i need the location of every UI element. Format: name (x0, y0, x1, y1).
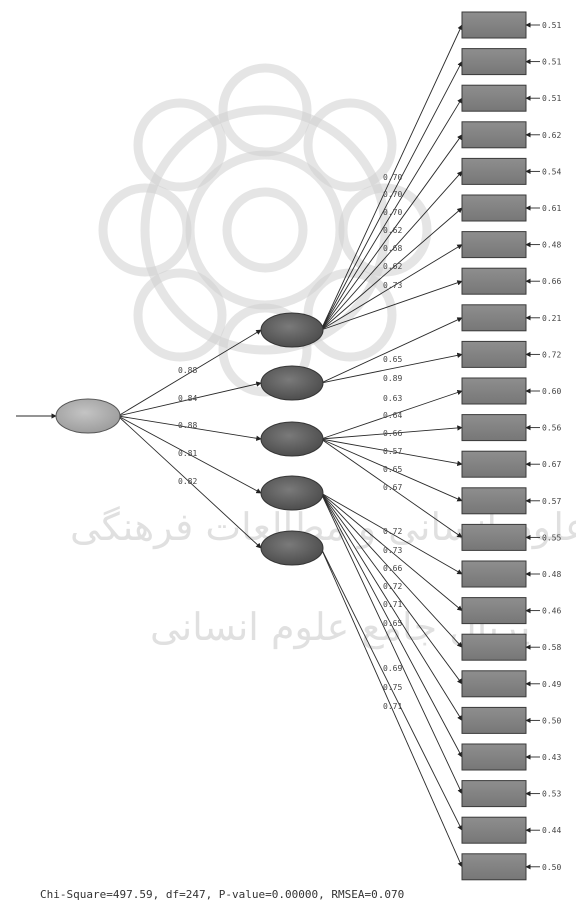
error-variance-2: 0.51 (542, 58, 561, 67)
indicator-box-6 (462, 195, 526, 221)
indicator-loading-label-7: 0.73 (383, 281, 402, 290)
error-variance-21: 0.43 (542, 753, 561, 762)
indicator-box-17 (462, 598, 526, 624)
error-variance-15: 0.55 (542, 533, 561, 542)
indicator-box-14 (462, 488, 526, 514)
error-variance-7: 0.48 (542, 241, 561, 250)
indicator-loading-label-14: 0.65 (383, 465, 402, 474)
second-order-loading-5: 0.82 (178, 477, 197, 486)
indicator-box-9 (462, 305, 526, 331)
indicator-loading-label-16: 0.72 (383, 527, 402, 536)
indicator-box-7 (462, 232, 526, 258)
indicator-loading-label-10: 0.63 (383, 394, 402, 403)
indicator-loading-label-19: 0.72 (383, 582, 402, 591)
error-variance-23: 0.44 (542, 826, 561, 835)
latent-factor-4 (261, 476, 323, 510)
indicator-loading-label-15: 0.67 (383, 483, 402, 492)
error-variance-5: 0.54 (542, 167, 561, 176)
latent-factor-1 (261, 313, 323, 347)
error-variance-4: 0.62 (542, 131, 561, 140)
indicator-box-10 (462, 341, 526, 367)
error-variance-24: 0.50 (542, 863, 561, 872)
error-variance-3: 0.51 (542, 94, 561, 103)
error-variance-1: 0.51 (542, 21, 561, 30)
error-variance-14: 0.57 (542, 497, 561, 506)
indicator-box-19 (462, 671, 526, 697)
error-variance-12: 0.56 (542, 424, 561, 433)
indicator-loading-label-1: 0.70 (383, 173, 402, 182)
error-variance-13: 0.67 (542, 460, 561, 469)
general-factor (56, 399, 120, 433)
error-variance-8: 0.66 (542, 277, 561, 286)
indicator-loading-label-3: 0.70 (383, 208, 402, 217)
indicator-loading-label-8: 0.65 (383, 355, 402, 364)
indicator-box-5 (462, 158, 526, 184)
indicator-loading-label-17: 0.73 (383, 546, 402, 555)
latent-factor-2 (261, 366, 323, 400)
error-variance-10: 0.72 (542, 350, 561, 359)
indicator-box-16 (462, 561, 526, 587)
indicator-loading-label-20: 0.71 (383, 600, 402, 609)
indicator-loading-label-18: 0.66 (383, 564, 402, 573)
indicator-loading-label-4: 0.62 (383, 226, 402, 235)
indicator-box-23 (462, 817, 526, 843)
error-variance-20: 0.50 (542, 716, 561, 725)
error-variance-19: 0.49 (542, 680, 561, 689)
indicator-box-12 (462, 415, 526, 441)
indicator-loading-label-12: 0.66 (383, 429, 402, 438)
indicator-loading-label-6: 0.62 (383, 262, 402, 271)
indicator-box-2 (462, 49, 526, 75)
error-variance-18: 0.58 (542, 643, 561, 652)
second-order-loading-1: 0.88 (178, 366, 197, 375)
indicator-box-11 (462, 378, 526, 404)
latent-factor-3 (261, 422, 323, 456)
indicator-box-13 (462, 451, 526, 477)
error-variance-6: 0.61 (542, 204, 561, 213)
second-order-loading-3: 0.88 (178, 421, 197, 430)
indicator-box-20 (462, 707, 526, 733)
indicator-box-15 (462, 524, 526, 550)
indicator-loading-label-23: 0.75 (383, 683, 402, 692)
indicator-loading-label-21: 0.65 (383, 619, 402, 628)
error-variance-17: 0.46 (542, 607, 561, 616)
indicator-loading-label-22: 0.69 (383, 664, 402, 673)
error-variance-9: 0.21 (542, 314, 561, 323)
error-variance-22: 0.53 (542, 790, 561, 799)
indicator-box-18 (462, 634, 526, 660)
indicator-loading-label-5: 0.68 (383, 244, 402, 253)
indicator-loading-label-2: 0.70 (383, 190, 402, 199)
indicator-box-1 (462, 12, 526, 38)
indicator-loading-label-24: 0.71 (383, 702, 402, 711)
indicator-box-8 (462, 268, 526, 294)
indicator-loading-label-11: 0.64 (383, 411, 402, 420)
second-order-loading-4: 0.81 (178, 449, 197, 458)
indicator-box-4 (462, 122, 526, 148)
fit-statistics: Chi-Square=497.59, df=247, P-value=0.000… (40, 888, 404, 901)
latent-factor-5 (261, 531, 323, 565)
indicator-box-24 (462, 854, 526, 880)
indicator-loading-label-13: 0.57 (383, 447, 402, 456)
indicator-loading-label-9: 0.89 (383, 374, 402, 383)
error-variance-11: 0.60 (542, 387, 561, 396)
error-variance-16: 0.48 (542, 570, 561, 579)
indicator-box-22 (462, 781, 526, 807)
second-order-loading-2: 0.84 (178, 394, 197, 403)
indicator-box-3 (462, 85, 526, 111)
indicator-box-21 (462, 744, 526, 770)
